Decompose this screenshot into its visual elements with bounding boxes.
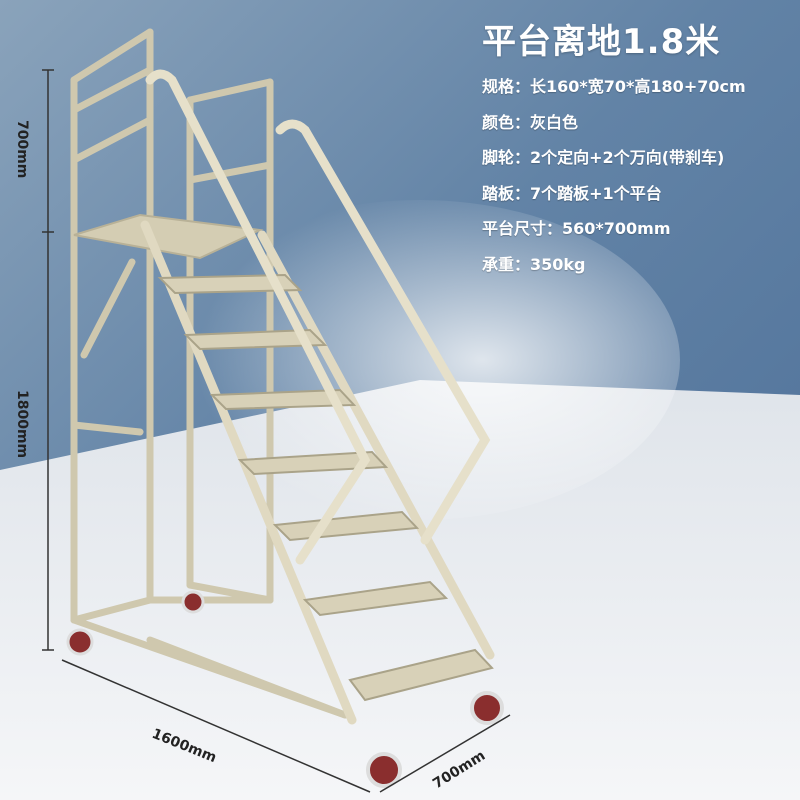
spec-value: 560*700mm — [562, 219, 671, 238]
spec-label: 平台尺寸： — [482, 219, 563, 238]
spec-label: 踏板： — [482, 183, 531, 203]
spec-label: 规格： — [482, 77, 531, 96]
dimension-guard-height: 700mm — [14, 120, 30, 179]
dimension-platform-height: 1800mm — [14, 390, 30, 459]
spec-item: 颜色：灰白色 — [482, 110, 746, 146]
spec-value: 长160*宽70*高180+70cm — [530, 77, 746, 96]
spec-value: 灰白色 — [530, 112, 579, 132]
spec-value: 2个定向+2个万向(带刹车) — [530, 148, 725, 167]
spec-item: 规格：长160*宽70*高180+70cm — [482, 74, 746, 110]
spec-label: 颜色： — [482, 112, 531, 132]
spec-list: 规格：长160*宽70*高180+70cm 颜色：灰白色 脚轮：2个定向+2个万… — [482, 74, 746, 287]
spec-item: 平台尺寸：560*700mm — [482, 216, 746, 252]
page-title: 平台离地1.8米 — [482, 22, 721, 62]
spec-label: 承重： — [482, 254, 531, 274]
spec-value: 7个踏板+1个平台 — [530, 183, 662, 203]
spec-item: 承重：350kg — [482, 252, 746, 288]
spec-label: 脚轮： — [482, 148, 531, 167]
spec-item: 脚轮：2个定向+2个万向(带刹车) — [482, 145, 746, 181]
spec-item: 踏板：7个踏板+1个平台 — [482, 181, 746, 217]
spec-value: 350kg — [530, 254, 586, 274]
